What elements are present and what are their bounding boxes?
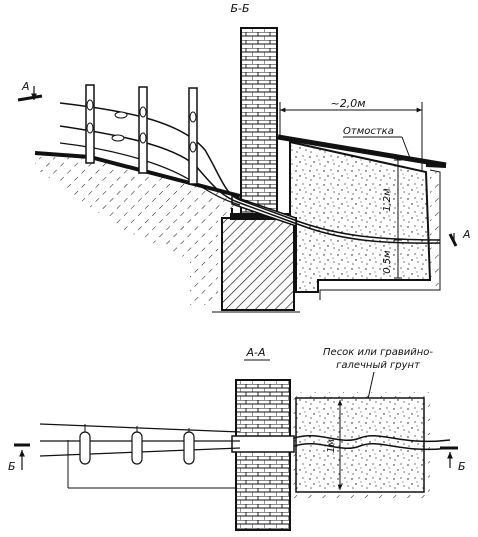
dimension-height-plan: 1м xyxy=(326,400,343,490)
cable-1 xyxy=(59,102,441,241)
cable-joint-1 xyxy=(114,111,128,119)
soil-hatch-right xyxy=(430,172,440,290)
sand-fill xyxy=(289,140,432,293)
soil-hatch-left xyxy=(35,157,240,305)
fill-material-label-line-1: Песок или гравийно- xyxy=(323,347,433,358)
blind-area-label: Отмостка xyxy=(343,126,394,137)
cable-joint-2 xyxy=(111,134,125,142)
dimension-depth-2-label: 0,5м xyxy=(382,250,393,274)
insulator-plan-1 xyxy=(79,424,91,465)
damp-proof-layer xyxy=(230,213,290,220)
section-marker-a-left-label: А xyxy=(21,80,30,93)
sand-fill-plan xyxy=(295,397,425,493)
cable-3 xyxy=(59,142,241,206)
dimension-depth: 1,2м 0,5м xyxy=(382,159,402,279)
cable-2 xyxy=(59,125,441,244)
cable-post-3 xyxy=(188,87,198,185)
section-marker-b-right: Б xyxy=(440,446,466,473)
section-marker-a-right: А xyxy=(448,228,471,247)
section-marker-a-left: А xyxy=(17,80,43,102)
section-marker-a-right-label: А xyxy=(462,228,471,241)
blind-area xyxy=(277,134,447,168)
cable-post-2 xyxy=(138,86,148,174)
section-bb-title: Б-Б xyxy=(230,2,249,15)
dimension-width-label: ~2,0м xyxy=(330,97,365,110)
section-marker-b-left-label: Б xyxy=(8,460,16,473)
section-marker-b-right-label: Б xyxy=(458,460,466,473)
cable-trench-1 xyxy=(293,434,451,443)
dimension-width: ~2,0м xyxy=(279,97,423,170)
section-marker-b-left: Б xyxy=(8,443,30,473)
ground-surface-right xyxy=(425,163,447,168)
brick-wall xyxy=(240,27,278,215)
fill-material-label-line-2: галечный грунт xyxy=(336,360,421,371)
foundation xyxy=(221,217,295,311)
cable-post-1 xyxy=(85,84,95,164)
dimension-height-label: 1м xyxy=(326,439,337,453)
dimension-depth-1-label: 1,2м xyxy=(382,188,393,212)
brick-wall-plan xyxy=(235,379,291,531)
blind-area-callout: Отмостка xyxy=(343,126,411,159)
insulator-plan-3 xyxy=(183,428,195,465)
cable-plan-1 xyxy=(39,423,241,433)
cable-trench-2 xyxy=(293,442,451,451)
section-aa: А-А Песок или гравийно- галечный грунт xyxy=(8,346,466,531)
insulator-plan-2 xyxy=(131,426,143,465)
section-aa-title: А-А xyxy=(245,346,265,359)
section-bb: Б-Б xyxy=(17,2,471,313)
pipe-sleeve-plan xyxy=(231,435,295,453)
